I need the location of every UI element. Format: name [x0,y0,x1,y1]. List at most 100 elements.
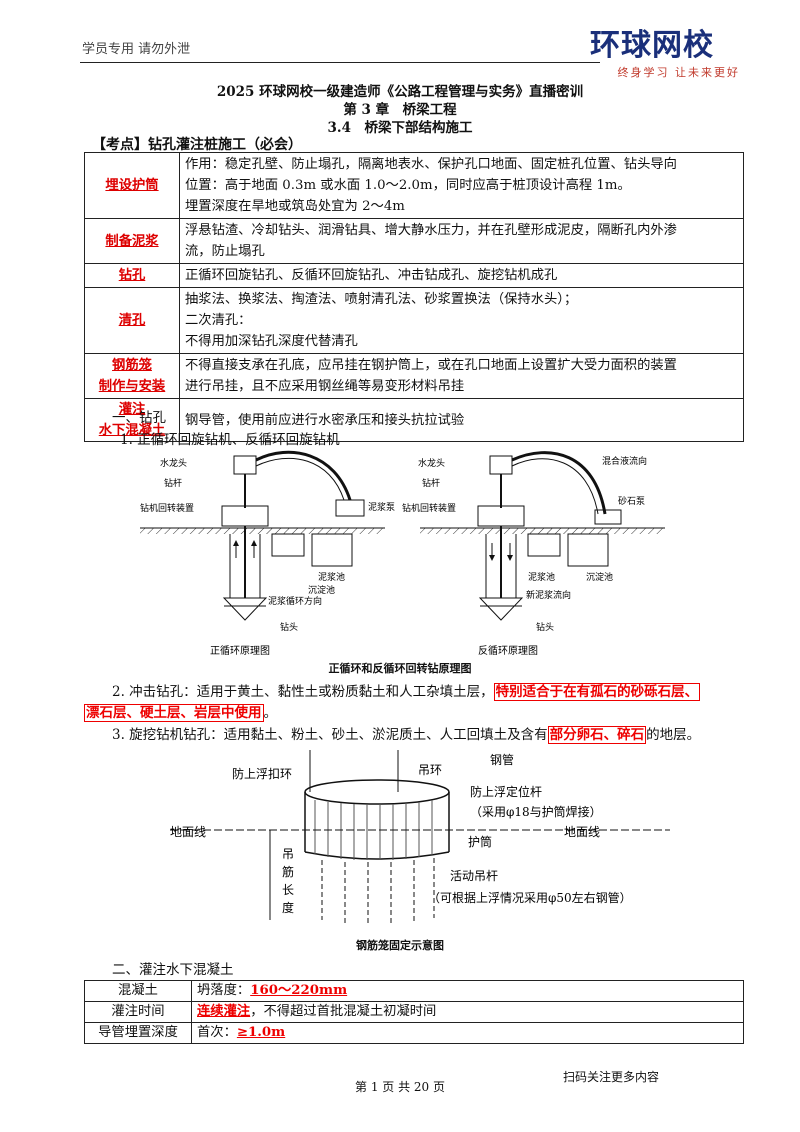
fig1-right-label: 沉淀池 [586,571,613,583]
fig2-label: 度 [282,900,294,915]
row-key: 混凝土 [84,980,192,1002]
red-text: 连续灌注 [197,1004,251,1019]
row-key: 灌注 水下混凝土 [84,398,180,442]
row-key-line: 钢筋笼 [112,358,152,373]
logo-text: 环球网校 [590,28,714,63]
table-row: 灌注 水下混凝土 钢导管，使用前应进行水密承压和接头抗拉试验 [84,398,744,442]
row-content: 首次：≥1.0m [191,1022,744,1044]
row-line: 不得直接支承在孔底，应吊挂在钢护筒上，或在孔口地面上设置扩大受力面积的装置 [185,358,677,373]
row-content: 正循环回旋钻孔、反循环回旋钻孔、冲击钻成孔、旋挖钻机成孔 [179,263,744,288]
table-row: 灌注时间 连续灌注，不得超过首批混凝土初凝时间 [84,1001,744,1023]
row-key: 钻孔 [84,263,180,288]
para-text: 。 [263,705,278,721]
fig1-right-label: 钻头 [536,621,554,633]
row-line: 流，防止塌孔 [185,244,265,259]
fig1-left-label: 水龙头 [160,457,187,469]
fig1-left-label: 泥浆泵 [368,501,395,513]
reverse-circulation-diagram: 水龙头 钻杆 钻机回转装置 混合液流向 砂石泵 泥浆池 沉淀池 新泥浆流向 钻头… [402,451,665,656]
row-key: 埋设护筒 [84,152,180,219]
paragraph-impact-drilling: 2. 冲击钻孔：适用于黄土、黏性土或粉质黏土和人工杂填土层，特别适合于在有孤石的… [112,682,752,703]
table-row: 钢筋笼 制作与安装 不得直接支承在孔底，应吊挂在钢护筒上，或在孔口地面上设置扩大… [84,353,744,399]
row-line: 不得用加深钻孔深度代替清孔 [185,334,358,349]
row-text: 首次： [197,1025,237,1040]
row-content: 抽浆法、换浆法、掏渣法、喷射清孔法、砂浆置换法（保持水头）； 二次清孔： 不得用… [179,287,744,354]
key-points-table: 埋设护筒 作用：稳定孔壁、防止塌孔，隔离地表水、保护孔口地面、固定桩孔位置、钻头… [84,152,744,442]
highlight-text: 特别适合于在有孤石的砂砾石层、 [493,683,701,701]
row-key: 制备泥浆 [84,218,180,264]
page-number: 第 1 页 共 20 页 [355,1080,445,1094]
chapter-title: 第 3 章 桥梁工程 [343,102,457,118]
fig1-right-label: 钻机回转装置 [402,502,456,514]
fig1-right-label: 泥浆池 [528,571,555,583]
red-text: ≥1.0m [236,1025,286,1040]
fig1-right-label: 水龙头 [418,457,445,469]
row-line: 位置：高于地面 0.3m 或水面 1.0～2.0m，同时应高于桩顶设计高程 1m… [185,178,631,193]
row-line: 作用：稳定孔壁、防止塌孔，隔离地表水、保护孔口地面、固定桩孔位置、钻头导向 [185,157,677,172]
fig1-right-label: 混合液流向 [602,455,647,467]
row-content: 钢导管，使用前应进行水密承压和接头抗拉试验 [179,398,744,442]
highlight-text: 漂石层、硬土层、岩层中使用 [84,704,264,722]
fig2-label: 活动吊杆 [450,869,498,883]
fig2-label: （可根据上浮情况采用φ50左右钢管） [428,890,632,905]
row-key-line: 灌注 [118,402,146,417]
table-row: 导管埋置深度 首次：≥1.0m [84,1022,744,1044]
table-row: 埋设护筒 作用：稳定孔壁、防止塌孔，隔离地表水、保护孔口地面、固定桩孔位置、钻头… [84,152,744,219]
row-content: 坍落度：160～220mm [191,980,744,1002]
fig2-label: 护筒 [468,834,492,849]
scan-qr-text: 扫码关注更多内容 [563,1070,660,1084]
logo-slogan: 终身学习 让未来更好 [617,66,740,79]
fig1-right-caption: 反循环原理图 [478,644,538,656]
row-line: 埋置深度在旱地或筑岛处宜为 2～4m [185,199,405,214]
fig1-left-label: 泥浆池 [318,571,345,583]
fig1-left-label: 钻杆 [164,477,182,489]
fig1-left-label: 泥浆循环方向 [268,595,322,607]
fig1-right-label: 钻杆 [422,477,440,489]
row-key: 清孔 [84,287,180,354]
fig1-right-label: 砂石泵 [618,495,645,507]
fig2-label: 吊环 [418,763,442,777]
row-line: 进行吊挂，且不应采用钢丝绳等易变形材料吊挂 [185,379,465,394]
row-key-line: 水下混凝土 [98,423,166,438]
fig1-left-caption: 正循环原理图 [210,644,270,656]
header-rule [80,62,600,63]
fig2-label: 钢管 [490,752,514,767]
concrete-table: 混凝土 坍落度：160～220mm 灌注时间 连续灌注，不得超过首批混凝土初凝时… [84,980,744,1044]
paragraph-impact-drilling-cont: 漂石层、硬土层、岩层中使用。 [84,703,277,724]
row-text: 坍落度： [197,983,251,998]
logo: 环球网校 终身学习 让未来更好 [590,30,740,80]
forward-circulation-diagram: 水龙头 钻杆 钻机回转装置 泥浆泵 泥浆池 沉淀池 泥浆循环方向 钻头 正循环原… [140,450,395,656]
header-notice: 学员专用 请勿外泄 [82,42,191,57]
fig1-caption: 正循环和反循环回转钻原理图 [328,662,472,675]
fig2-caption: 钢筋笼固定示意图 [356,939,444,952]
circulation-diagram: 水龙头 钻杆 钻机回转装置 泥浆泵 泥浆池 沉淀池 泥浆循环方向 钻头 正循环原… [140,450,665,656]
fig1-left-label: 沉淀池 [308,584,335,596]
subsection-heading-rotary: 1. 正循环回旋钻机、反循环回旋钻机 [120,432,340,448]
row-text: ，不得超过首批混凝土初凝时间 [250,1004,437,1019]
section-heading-drilling: 一、钻孔 [112,410,166,426]
row-line: 钢导管，使用前应进行水密承压和接头抗拉试验 [185,412,465,428]
fig2-label: 地面线 [170,825,206,839]
row-key: 钢筋笼 制作与安装 [84,353,180,399]
fig2-label: （采用φ18与护筒焊接） [470,804,602,819]
row-key: 灌注时间 [84,1001,192,1023]
doc-title: 2025 环球网校一级建造师《公路工程管理与实务》直播密训 [216,84,584,100]
kaodian-heading: 【考点】钻孔灌注桩施工（必会） [92,137,302,153]
row-key-line: 制作与安装 [98,379,166,394]
red-text: 160～220mm [250,983,348,998]
highlight-text: 部分卵石、碎石 [547,726,647,744]
fig2-label: 长 [282,883,294,897]
para-text: 2. 冲击钻孔：适用于黄土、黏性土或粉质黏土和人工杂填土层， [112,684,494,700]
fig2-label: 防上浮定位杆 [470,784,542,799]
fig2-label: 地面线 [564,825,600,839]
table-row: 钻孔 正循环回旋钻孔、反循环回旋钻孔、冲击钻成孔、旋挖钻机成孔 [84,263,744,288]
row-line: 浮悬钻渣、冷却钻头、润滑钻具、增大静水压力，并在孔壁形成泥皮，隔断孔内外渗 [185,223,677,238]
row-content: 浮悬钻渣、冷却钻头、润滑钻具、增大静水压力，并在孔壁形成泥皮，隔断孔内外渗 流，… [179,218,744,264]
fig2-label: 吊 [282,847,294,861]
table-row: 混凝土 坍落度：160～220mm [84,980,744,1002]
para-text: 的地层。 [646,727,701,743]
table-row: 清孔 抽浆法、换浆法、掏渣法、喷射清孔法、砂浆置换法（保持水头）； 二次清孔： … [84,287,744,354]
fig2-label: 筋 [282,864,294,879]
fig1-right-label: 新泥浆流向 [526,589,571,601]
cage-fixing-diagram: 防上浮扣环 吊环 钢管 防上浮定位杆 （采用φ18与护筒焊接） 地面线 地面线 … [170,750,670,925]
row-content: 不得直接支承在孔底，应吊挂在钢护筒上，或在孔口地面上设置扩大受力面积的装置 进行… [179,353,744,399]
